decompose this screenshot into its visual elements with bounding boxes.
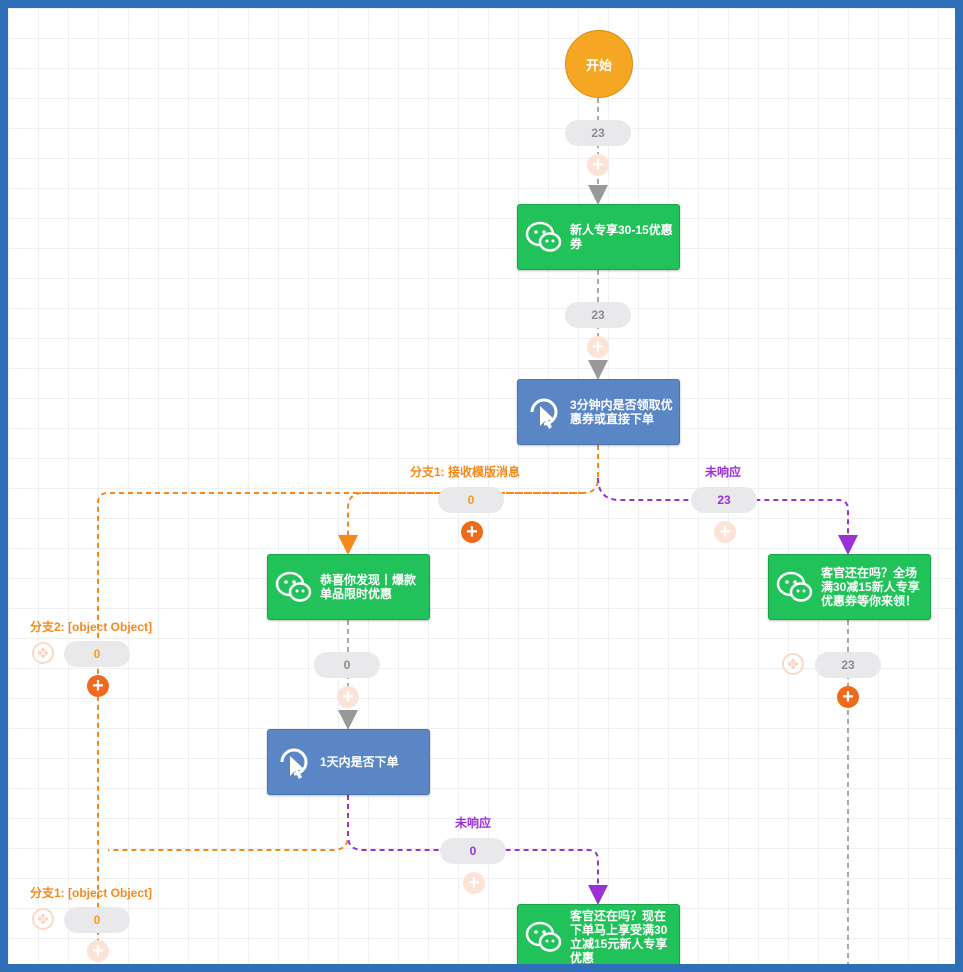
start-node[interactable]: 开始 <box>565 30 633 98</box>
connector-check1day-purple <box>347 795 608 905</box>
move-icon[interactable]: ✥ <box>32 642 54 664</box>
wechat-icon <box>275 571 312 602</box>
count-badge: 0 <box>64 641 130 667</box>
count-value: 0 <box>343 658 351 672</box>
cursor-click-icon <box>530 398 558 429</box>
node-label: 3分钟内是否领取优惠券或直接下单 <box>570 398 673 426</box>
branch-label: 分支2: [object Object] <box>30 620 153 634</box>
count-value: 23 <box>591 308 605 322</box>
count-badge: 0 <box>438 487 504 513</box>
add-node-button[interactable]: + <box>587 336 609 358</box>
wechat-message-node[interactable]: 恭喜你发现丨爆款单品限时优惠 <box>267 554 430 620</box>
count-value: 23 <box>841 658 855 672</box>
condition-node[interactable]: 1天内是否下单 <box>267 729 430 795</box>
branch-label: 分支1: 接收模版消息 <box>410 465 521 479</box>
add-node-button[interactable]: + <box>714 521 736 543</box>
move-icon[interactable]: ✥ <box>782 653 804 675</box>
count-badge: 0 <box>440 838 506 864</box>
wechat-icon <box>525 221 562 252</box>
count-badge: 0 <box>64 907 130 933</box>
add-node-button[interactable]: + <box>587 154 609 176</box>
count-value: 0 <box>469 844 477 858</box>
connector-noresponse-purple <box>597 477 858 555</box>
count-value: 0 <box>93 913 101 927</box>
node-label: 1天内是否下单 <box>320 755 399 769</box>
add-node-button[interactable]: + <box>87 675 109 697</box>
node-label: 新人专享30-15优惠券 <box>570 223 673 251</box>
connector-branch1-orange <box>338 445 599 555</box>
condition-node[interactable]: 3分钟内是否领取优惠券或直接下单 <box>517 379 680 445</box>
branch-label: 未响应 <box>455 816 492 830</box>
count-badge: 23 <box>565 120 631 146</box>
add-node-button[interactable]: + <box>87 940 109 962</box>
add-node-button[interactable]: + <box>461 521 483 543</box>
flow-canvas[interactable]: 开始 23 + 新人专享30-15优惠券 23 + 3分钟内是否领取优惠券或直接… <box>8 8 955 964</box>
count-badge: 23 <box>565 302 631 328</box>
cursor-click-icon <box>280 748 308 779</box>
start-label: 开始 <box>585 57 612 73</box>
wechat-icon <box>525 921 562 952</box>
add-node-button[interactable]: + <box>337 686 359 708</box>
branch-label: 分支1: [object Object] <box>30 886 153 900</box>
node-label: 恭喜你发现丨爆款单品限时优惠 <box>320 573 417 601</box>
wechat-icon <box>776 571 813 602</box>
count-badge: 23 <box>691 487 757 513</box>
count-badge: 0 <box>314 652 380 678</box>
count-value: 0 <box>467 493 475 507</box>
add-node-button[interactable]: + <box>837 686 859 708</box>
node-label: 客官还在吗？全场满30减15新人专享优惠券等你来领！ <box>821 566 920 608</box>
count-value: 0 <box>93 647 101 661</box>
wechat-message-node[interactable]: 新人专享30-15优惠券 <box>517 204 680 270</box>
count-value: 23 <box>717 493 731 507</box>
count-badge: 23 <box>815 652 881 678</box>
branch-label: 未响应 <box>705 465 742 479</box>
count-value: 23 <box>591 126 605 140</box>
move-icon[interactable]: ✥ <box>32 908 54 930</box>
wechat-message-node[interactable]: 客官还在吗？全场满30减15新人专享优惠券等你来领！ <box>768 554 931 620</box>
node-label: 客官还在吗？现在下单马上享受满30立减15元新人专享优惠 <box>570 909 668 964</box>
wechat-message-node[interactable]: 客官还在吗？现在下单马上享受满30立减15元新人专享优惠 <box>517 904 680 964</box>
connector-check1day-orange <box>108 795 349 851</box>
add-node-button[interactable]: + <box>463 872 485 894</box>
